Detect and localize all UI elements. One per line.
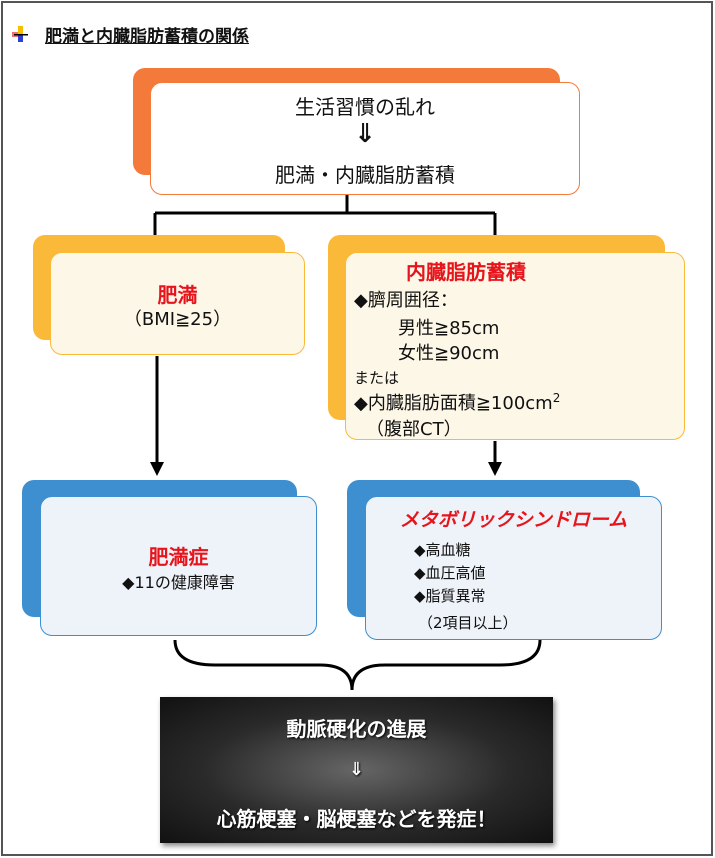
superscript: 2 [552,391,561,405]
ct-note: （腹部CT） [366,419,462,440]
lifestyle-text: 生活習慣の乱れ [295,95,435,119]
male-criteria: 男性≧85cm [398,318,500,339]
area-item: ◆内臓脂肪面積≧100cm2 [354,389,560,415]
obesity-visceral-text: 肥満・内臓脂肪蓄積 [275,163,455,187]
visceral-title: 内臓脂肪蓄積 [406,260,526,284]
lipid-abnormality: ◆脂質異常 [414,587,486,605]
high-glucose: ◆高血糖 [414,541,471,559]
visceral-box: 内臓脂肪蓄積 ◆臍周囲径： 男性≧85cm 女性≧90cm または ◆内臓脂肪面… [345,252,685,440]
arteriosclerosis-text: 動脈硬化の進展 [286,717,427,741]
metabolic-title: メタボリックシンドローム [399,509,628,531]
top-box: 生活習慣の乱れ ⇓ 肥満・内臓脂肪蓄積 [150,82,580,195]
result-box: 動脈硬化の進展 ⇓ 心筋梗塞・脳梗塞などを発症！ [160,697,553,843]
obesity-disease-title: 肥満症 [148,545,209,569]
metabolic-box: メタボリックシンドローム ◆高血糖 ◆血圧高値 ◆脂質異常 （2項目以上） [365,496,662,640]
high-blood-pressure: ◆血圧高値 [414,564,486,582]
onset-text: 心筋梗塞・脳梗塞などを発症！ [216,807,497,831]
two-items-note: （2項目以上） [418,614,518,632]
or-text: または [354,369,400,387]
arrow-head [150,462,164,476]
area-criteria: ◆内臓脂肪面積≧100cm [354,393,553,414]
obesity-box: 肥満 （BMI≧25） [50,252,305,355]
down-arrow-icon: ⇓ [354,119,376,149]
obesity-disease-box: 肥満症 ◆11の健康障害 [40,496,317,636]
bmi-criteria: （BMI≧25） [123,309,232,330]
female-criteria: 女性≧90cm [398,343,500,364]
health-disorders: ◆11の健康障害 [122,573,235,592]
down-arrow-icon: ⇓ [348,759,365,780]
waist-item: ◆臍周囲径： [354,290,458,311]
bullet-icon [12,26,28,42]
arrow-head [488,462,502,476]
obesity-title: 肥満 [157,283,198,307]
page-title: 肥満と内臓脂肪蓄積の関係 [45,27,249,47]
